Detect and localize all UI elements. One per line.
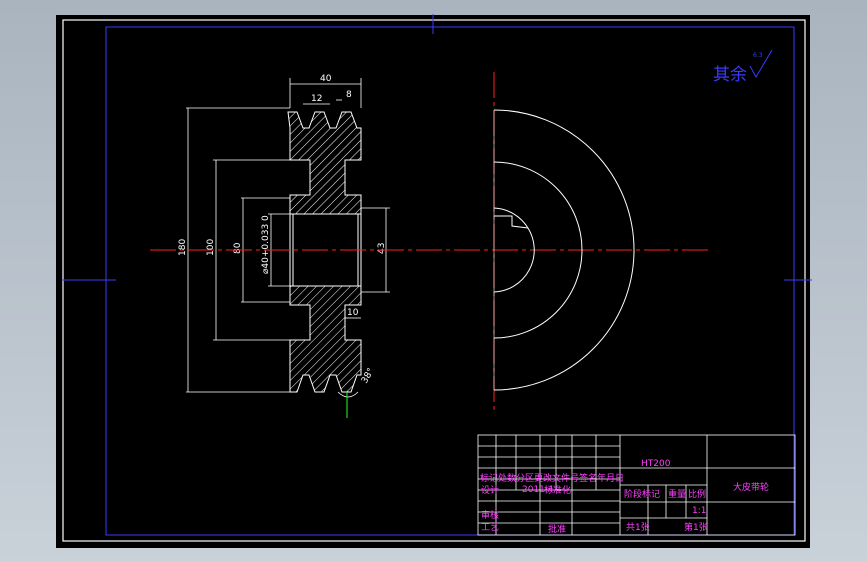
groove-angle-arc [337, 391, 359, 398]
sheet-total: 共1张 [626, 522, 650, 533]
dim-hub-diameter: 100 [206, 239, 216, 256]
drawing-sheet [56, 15, 810, 548]
section-hatch-bottom [289, 285, 362, 393]
dim-bore-depth: 43 [377, 243, 387, 254]
end-view-bore-arc [493, 227, 535, 293]
end-view [493, 109, 635, 391]
dim-bore-region: 80 [233, 242, 243, 254]
roughness-note: 其余 [713, 65, 747, 85]
end-view-outer-arc [493, 109, 635, 391]
stage-mark-label: 阶段标记 [624, 488, 660, 500]
scale-value: 1:1 [692, 506, 706, 516]
end-view-middle-arc [493, 161, 583, 339]
revision-header: 标记处数分区更改文件号签名年月日 [480, 472, 624, 484]
part-name: 大皮带轮 [733, 481, 769, 493]
inner-frame [105, 26, 795, 536]
revision-grid [478, 435, 620, 535]
dim-outer-diameter: 180 [178, 239, 188, 256]
approve-label: 批准 [548, 523, 566, 535]
dim-bore-fit: ⌀40+0.033 0 [261, 215, 271, 274]
section-view: 40 12 8 180 100 80 ⌀40+0.033 0 43 10 38° [178, 74, 390, 418]
reviewer-label: 审核 [481, 509, 499, 521]
material-label: HT200 [641, 459, 671, 469]
dim-keyway: 10 [347, 308, 359, 318]
designer-label: 设计 [481, 484, 499, 496]
design-date: 2011.4 [522, 485, 554, 495]
scale-label: 比例 [688, 488, 706, 500]
end-view-keyway [494, 215, 529, 229]
title-block [477, 434, 796, 536]
dim-width-overall: 40 [320, 74, 332, 84]
extension-lines [186, 78, 390, 393]
sheet-number: 第1张 [684, 521, 708, 533]
standardize-label: 标准化 [544, 484, 571, 496]
process-label: 工艺 [481, 522, 499, 533]
section-hatch-top [287, 111, 362, 215]
end-view-hub-arc [493, 207, 529, 229]
roughness-value: 6.3 [753, 52, 763, 59]
dim-groove-gap: 8 [346, 90, 352, 100]
roughness-symbol [749, 49, 773, 79]
title-block-text: HT200 大皮带轮 标记处数分区更改文件号签名年月日 设计 2011.4 标准… [480, 459, 769, 535]
weight-label: 重量 [668, 488, 686, 500]
dim-groove-pitch: 12 [311, 94, 322, 104]
